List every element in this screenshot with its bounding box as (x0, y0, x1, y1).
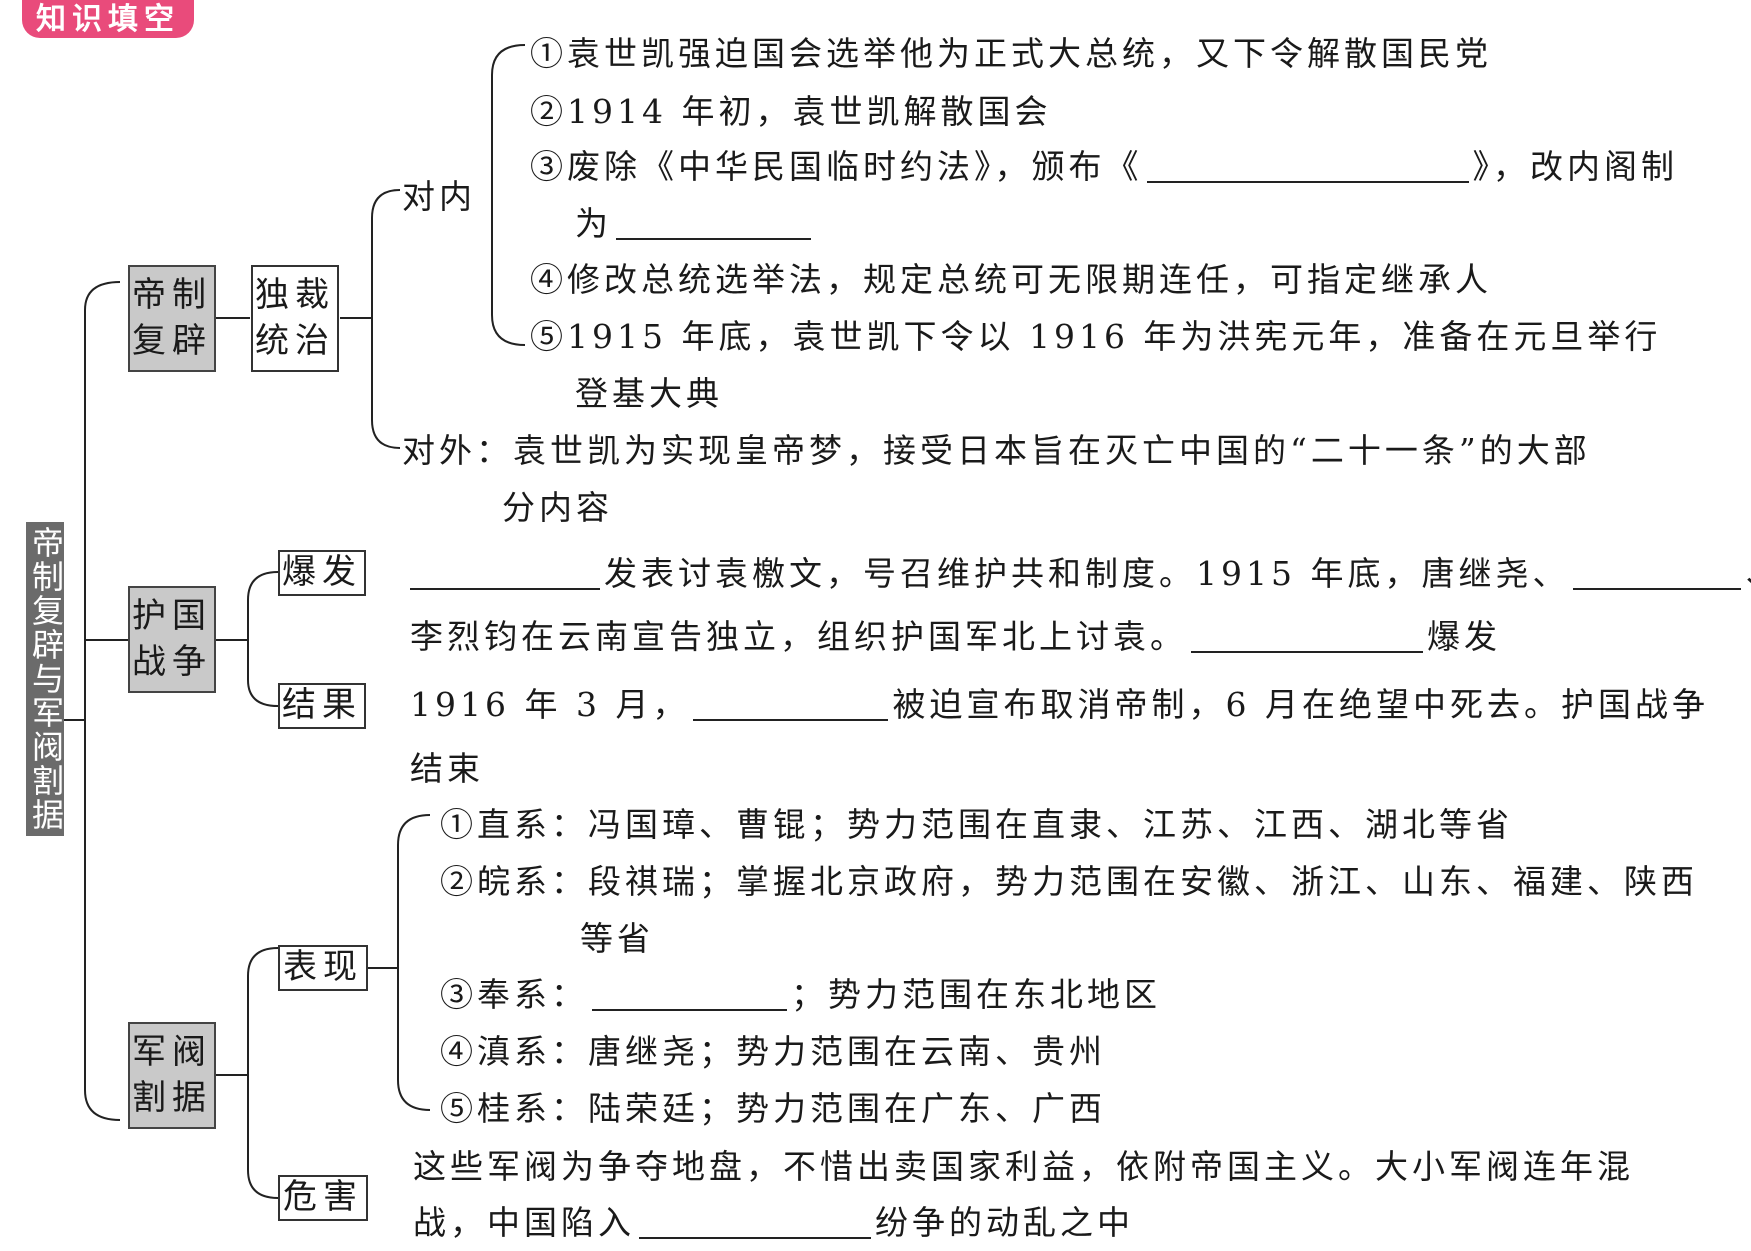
section-tag: 知识填空 (22, 0, 194, 38)
blank-yuan[interactable] (693, 689, 889, 721)
result-line-1: 1916 年 3 月，被迫宣布取消帝制，6 月在绝望中死去。护国战争 (410, 685, 1709, 724)
result-line-2: 结束 (410, 749, 484, 788)
warlord-item-1: ①直系：冯国璋、曹锟；势力范围在直隶、江苏、江西、湖北等省 (440, 805, 1513, 844)
harm-line-1: 这些军阀为争夺地盘，不惜出卖国家利益，依附帝国主义。大小军阀连年混 (413, 1147, 1634, 1186)
blank-system[interactable] (616, 208, 811, 240)
blank-cai[interactable] (1573, 558, 1742, 590)
internal-item-2: ②1914 年初，袁世凯解散国会 (530, 92, 1052, 131)
warlord-item-3: ③奉系：；势力范围在东北地区 (440, 975, 1161, 1014)
blank-war-name[interactable] (1191, 621, 1423, 653)
blank-fengtian-leader[interactable] (592, 979, 787, 1011)
blank-constitution[interactable] (1146, 151, 1469, 183)
external-line-2: 分内容 (502, 488, 613, 527)
warlord-item-2: ②皖系：段祺瑞；掌握北京政府，势力范围在安徽、浙江、山东、福建、陕西 (440, 862, 1698, 901)
internal-item-5-cont: 登基大典 (575, 374, 723, 413)
warlord-item-5: ⑤桂系：陆荣廷；势力范围在广东、广西 (440, 1089, 1106, 1128)
root-title: 帝制复辟与军阀割据 (26, 522, 65, 836)
box-autocracy: 独裁统治 (251, 265, 339, 372)
blank-leader[interactable] (410, 558, 600, 590)
internal-item-5: ⑤1915 年底，袁世凯下令以 1916 年为洪宪元年，准备在元旦举行 (530, 317, 1662, 356)
internal-item-1: ①袁世凯强迫国会选举他为正式大总统，又下令解散国民党 (530, 34, 1492, 73)
warlord-item-2-cont: 等省 (580, 919, 654, 958)
external-line-1: 对外：袁世凯为实现皇帝梦，接受日本旨在灭亡中国的“二十一条”的大部 (402, 431, 1591, 470)
internal-item-3: ③废除《中华民国临时约法》，颁布《》，改内阁制 (530, 147, 1678, 186)
harm-line-2: 战，中国陷入纷争的动乱之中 (413, 1203, 1134, 1242)
box-harm: 危害 (278, 1175, 368, 1221)
box-manifest: 表现 (278, 945, 368, 991)
branch-restoration: 帝制复辟 (128, 265, 216, 372)
branch-warlords: 军阀割据 (128, 1022, 216, 1129)
internal-item-4: ④修改总统选举法，规定总统可无限期连任，可指定继承人 (530, 260, 1492, 299)
branch-war: 护国战争 (128, 586, 216, 693)
internal-label: 对内 (402, 177, 476, 216)
warlord-item-4: ④滇系：唐继尧；势力范围在云南、贵州 (440, 1032, 1106, 1071)
outbreak-line-1: 发表讨袁檄文，号召维护共和制度。1915 年底，唐继尧、、 (410, 557, 1751, 590)
internal-item-3-cont: 为 (575, 207, 815, 240)
outbreak-line-2: 李烈钧在云南宣告独立，组织护国军北上讨袁。爆发 (410, 617, 1501, 656)
box-result: 结果 (278, 683, 366, 729)
blank-chaos[interactable] (639, 1207, 871, 1239)
box-outbreak: 爆发 (278, 550, 366, 596)
